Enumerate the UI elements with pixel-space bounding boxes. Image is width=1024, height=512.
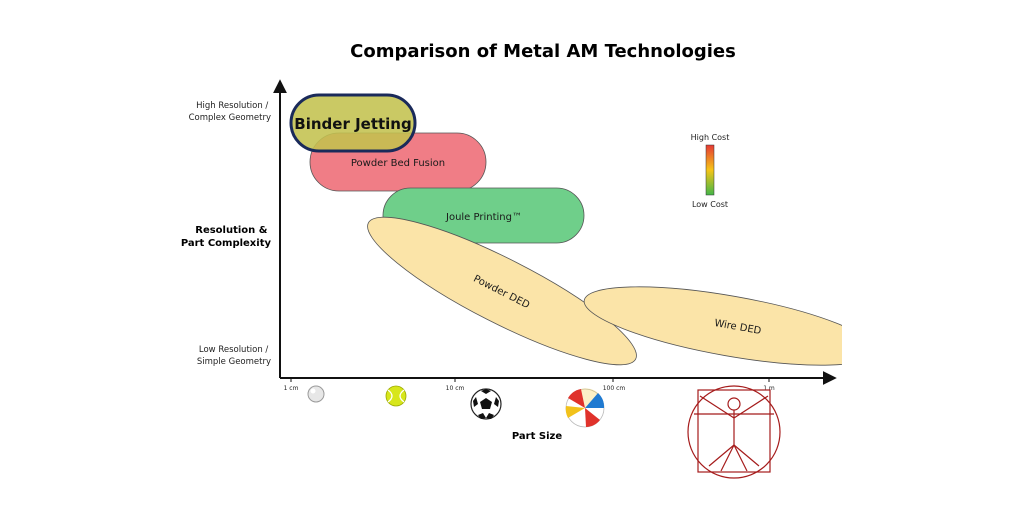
- x-axis-title: Part Size: [512, 431, 562, 442]
- cost-legend: High Cost Low Cost: [691, 133, 730, 209]
- powder-ded-shape: [367, 216, 637, 366]
- cost-high-label: High Cost: [691, 133, 730, 142]
- joule-printing-label: Joule Printing™: [445, 212, 522, 223]
- technology-regions: Powder Bed Fusion Joule Printing™ Powder…: [289, 93, 842, 366]
- cost-gradient-bar: [705, 144, 715, 196]
- golf-ball-icon: [307, 385, 325, 403]
- region-wire-ded: Wire DED: [583, 286, 842, 366]
- y-bottom-label: Low Resolution / Simple Geometry: [197, 345, 271, 367]
- x-ticks: 1 cm 10 cm 100 cm 1 m: [284, 378, 775, 392]
- y-axis-title: Resolution & Part Complexity: [181, 225, 272, 249]
- tennis-ball-icon: [385, 385, 407, 407]
- y-top-label: High Resolution / Complex Geometry: [189, 101, 271, 123]
- x-tick-label: 10 cm: [446, 385, 465, 392]
- powder-bed-fusion-label: Powder Bed Fusion: [351, 158, 445, 169]
- x-tick-label: 100 cm: [603, 385, 626, 392]
- binder-jetting-shape: [289, 93, 417, 153]
- beach-ball-icon: [565, 388, 605, 428]
- chart-title: Comparison of Metal AM Technologies: [350, 41, 736, 62]
- region-powder-ded: Powder DED: [367, 216, 637, 366]
- x-tick-label: 1 cm: [284, 385, 299, 392]
- cost-low-label: Low Cost: [692, 200, 728, 209]
- vitruvian-man-icon: [687, 385, 781, 479]
- region-binder-jetting: Binder Jetting: [289, 93, 417, 153]
- x-tick-label: 1 m: [763, 385, 775, 392]
- soccer-ball-icon: [470, 388, 502, 420]
- binder-jetting-label: Binder Jetting: [294, 115, 411, 133]
- wire-ded-shape: [583, 286, 842, 366]
